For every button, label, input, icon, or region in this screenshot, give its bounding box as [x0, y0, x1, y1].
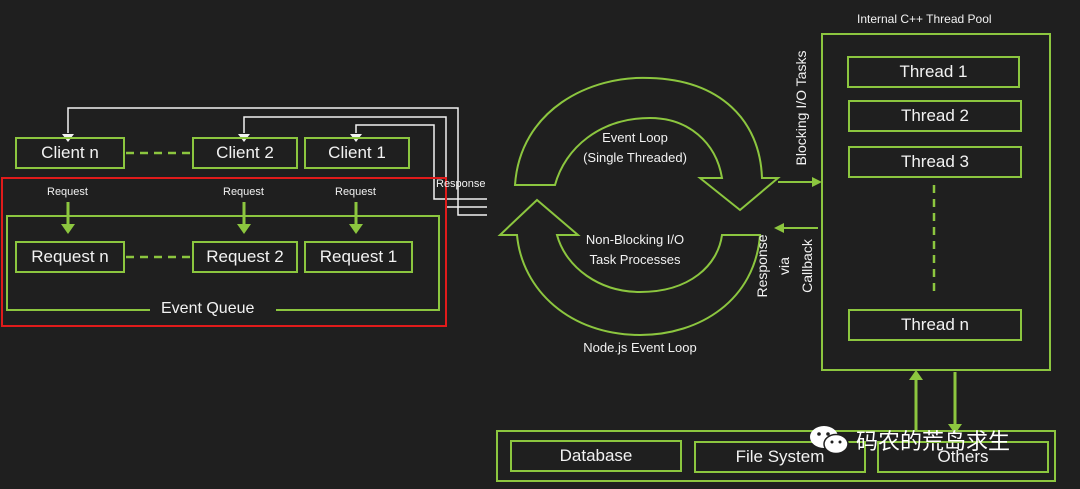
watermark-text: 码农的荒岛求生: [856, 430, 1011, 455]
non-blocking-title: Non-Blocking I/O Task Processes: [565, 230, 705, 270]
request-2-box: Request 2: [192, 241, 298, 273]
thread-2-box: Thread 2: [848, 100, 1022, 132]
thread-3-label: Thread 3: [900, 152, 970, 171]
request-n-box: Request n: [15, 241, 125, 273]
callback-line3: Callback: [799, 239, 815, 293]
dashed-links: [126, 151, 936, 295]
thread-1-label: Thread 1: [899, 62, 968, 81]
client-1-box: Client 1: [304, 137, 410, 169]
database-box: Database: [510, 440, 682, 472]
thread-n-box: Thread n: [848, 309, 1022, 341]
request-2-label: Request 2: [206, 247, 284, 266]
wechat-icon: [810, 426, 849, 455]
callback-line2: via: [776, 257, 792, 275]
thread-pool-container: [821, 33, 1051, 371]
watermark: 码农的荒岛求生: [808, 423, 1010, 457]
response-lines: [67, 107, 487, 216]
request-n-label: Request n: [31, 247, 109, 266]
non-blocking-line1: Non-Blocking I/O: [585, 232, 685, 247]
client-2-box: Client 2: [192, 137, 298, 169]
highlight-box: [1, 177, 447, 327]
pool-resource-links: [914, 372, 957, 430]
event-loop-line2: (Single Threaded): [583, 150, 687, 165]
others-label: Others: [937, 447, 989, 466]
file-system-box: File System: [694, 441, 866, 473]
file-system-label: File System: [735, 447, 825, 466]
non-blocking-line2: Task Processes: [589, 252, 681, 267]
resources-container: [496, 430, 1056, 482]
request-1-box: Request 1: [304, 241, 413, 273]
thread-1-box: Thread 1: [847, 56, 1020, 88]
client-2-label: Client 2: [216, 143, 274, 162]
callback-label: Response via Callback: [752, 215, 822, 315]
callback-line1: Response: [754, 234, 770, 298]
others-box: Others: [877, 441, 1049, 473]
event-queue-container: [6, 215, 440, 311]
request-label-2: Request: [223, 186, 264, 198]
request-label-n: Request: [47, 186, 88, 198]
thread-pool-title: Internal C++ Thread Pool: [857, 12, 992, 26]
thread-3-box: Thread 3: [848, 146, 1022, 178]
client-n-label: Client n: [41, 143, 99, 162]
event-loop-cycle: [497, 76, 781, 337]
event-loop-caption: Node.js Event Loop: [583, 340, 697, 355]
database-label: Database: [559, 446, 633, 465]
thread-2-label: Thread 2: [900, 106, 970, 125]
client-n-box: Client n: [15, 137, 125, 169]
event-loop-title: Event Loop (Single Threaded): [565, 128, 705, 168]
thread-n-label: Thread n: [900, 315, 970, 334]
request-label-1: Request: [335, 186, 376, 198]
event-queue-label: Event Queue: [161, 300, 255, 317]
response-label: Response: [436, 178, 486, 190]
blocking-io-label: Blocking I/O Tasks: [793, 50, 809, 166]
request-arrows: [66, 202, 358, 225]
client-1-label: Client 1: [328, 143, 386, 162]
request-1-label: Request 1: [319, 247, 398, 266]
event-loop-line1: Event Loop: [602, 130, 668, 145]
